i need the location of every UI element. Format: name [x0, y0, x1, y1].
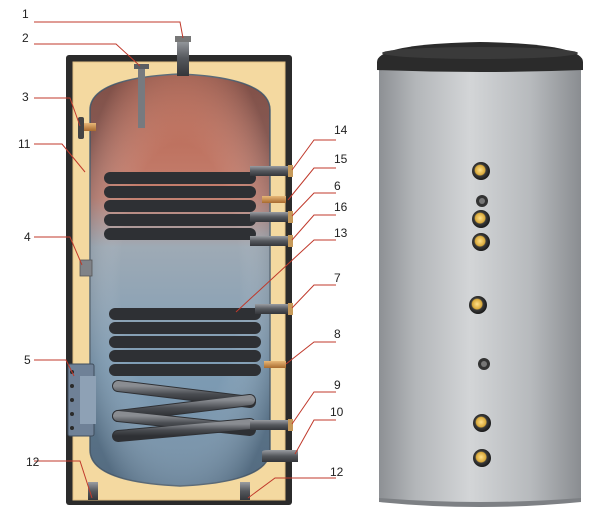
callout-3: 3: [22, 90, 29, 104]
sensor-well: [138, 66, 145, 128]
callout-labels: 1 2 3 11 4 5 12 14 15 6 16 13 7 8 9 10 1…: [18, 7, 348, 479]
exterior-view: [377, 42, 583, 507]
callout-7: 7: [334, 271, 341, 285]
upper-heat-exchanger-coil: [104, 172, 256, 240]
port-icon: [472, 210, 490, 228]
sensor-port: [79, 259, 93, 277]
callout-16: 16: [334, 200, 348, 214]
callout-8: 8: [334, 327, 341, 341]
cutaway-view: 1 2 3 11 4 5 12 14 15 6 16 13 7 8 9 10 1…: [18, 7, 348, 505]
port-icon: [472, 162, 490, 180]
callout-12-left: 12: [26, 455, 40, 469]
steel-jacket: [379, 66, 581, 504]
callout-1: 1: [22, 7, 29, 21]
callout-14: 14: [334, 123, 348, 137]
thermometer-fitting: [78, 117, 84, 139]
callout-5: 5: [24, 353, 31, 367]
callout-15: 15: [334, 152, 348, 166]
callout-9: 9: [334, 378, 341, 392]
callout-10: 10: [330, 405, 344, 419]
callout-13: 13: [334, 226, 348, 240]
side-connections: [250, 165, 298, 462]
leader-lines: [34, 21, 336, 499]
port-icon: [473, 449, 491, 467]
port-icon: [469, 296, 487, 314]
callout-6: 6: [334, 179, 341, 193]
lower-heat-exchanger-coil: [109, 308, 261, 442]
leg-right: [240, 482, 250, 500]
port-icon: [472, 233, 490, 251]
callout-11: 11: [18, 137, 31, 151]
callout-2: 2: [22, 31, 29, 45]
front-ports: [469, 162, 491, 467]
leg-left: [88, 482, 98, 500]
port-icon: [473, 414, 491, 432]
callout-12-right: 12: [330, 465, 344, 479]
top-outlet-pipe: [177, 40, 189, 76]
callout-4: 4: [24, 230, 31, 244]
